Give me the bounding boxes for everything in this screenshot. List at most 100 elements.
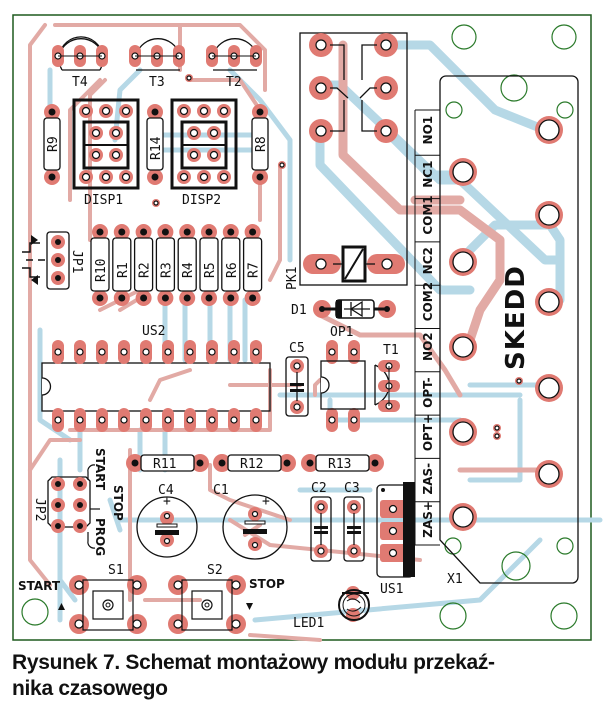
svg-text:R13: R13	[328, 457, 351, 472]
label-r7: R7	[247, 262, 262, 278]
board-outline	[12, 14, 592, 641]
ic-pin	[250, 408, 262, 432]
optocoupler-op1: OP1	[320, 325, 366, 432]
svg-text:R9: R9	[46, 136, 61, 152]
svg-text:US1: US1	[380, 582, 403, 597]
svg-text:R8: R8	[254, 136, 269, 152]
pin-label-optplus: OPT+	[421, 414, 435, 451]
ic-us2	[41, 340, 271, 432]
label-disp1: DISP1	[84, 193, 123, 208]
ic-pin	[140, 340, 152, 364]
resistor-r10: R10	[90, 224, 110, 306]
ic-pin	[96, 408, 108, 432]
resistor-r12: R12	[213, 454, 296, 472]
svg-text:R12: R12	[240, 457, 263, 472]
capacitor-c4: + C4	[136, 483, 198, 558]
figure-caption: Rysunek 7. Schemat montażowy modułu prze…	[12, 650, 602, 702]
connector-pad	[449, 333, 477, 361]
ic-pin	[162, 340, 174, 364]
resistor-r11: R11	[126, 454, 209, 472]
connector-pad	[535, 116, 563, 144]
connector-pad	[449, 503, 477, 531]
label-t4: T4	[72, 75, 88, 90]
resistor-r7: R7	[242, 224, 263, 306]
ic-pin	[140, 408, 152, 432]
svg-text:+: +	[163, 494, 171, 509]
svg-text:S2: S2	[207, 563, 223, 578]
caption-line-2: nika czasowego	[12, 677, 168, 700]
ic-pin	[74, 340, 86, 364]
pin-label-com1: COM1	[421, 195, 435, 234]
jp2-stop-label: STOP	[111, 485, 125, 521]
connector-pad	[449, 248, 477, 276]
caption-line-1: Rysunek 7. Schemat montażowy modułu prze…	[12, 651, 495, 674]
jp2-start-label: START	[93, 448, 107, 491]
transistor-t1: T1	[374, 343, 400, 412]
transistor-t2	[206, 38, 262, 71]
ic-pin	[184, 340, 196, 364]
resistor-r9: R9	[43, 104, 61, 185]
ic-pin	[228, 340, 240, 364]
label-r10: R10	[94, 259, 109, 282]
svg-text:JP1: JP1	[69, 250, 84, 273]
ic-pin	[250, 340, 262, 364]
ic-pin	[206, 408, 218, 432]
resistor-r13: R13	[301, 454, 384, 472]
led-led1: LED1	[293, 586, 370, 631]
label-r2: R2	[138, 262, 153, 278]
label-r6: R6	[225, 262, 240, 278]
ic-pin	[162, 408, 174, 432]
ic-pin	[118, 340, 130, 364]
svg-text:+: +	[262, 494, 270, 509]
label-us2: US2	[142, 324, 165, 339]
resistor-r6: R6	[221, 224, 241, 306]
pin-label-nc1: NC1	[421, 161, 435, 188]
ic-pin	[206, 340, 218, 364]
svg-text:PK1: PK1	[285, 267, 300, 290]
connector-pad	[535, 201, 563, 229]
svg-text:C3: C3	[344, 481, 360, 496]
pin-label-zasminus: ZAS-	[421, 463, 435, 495]
label-r3: R3	[159, 262, 174, 278]
ic-us1: US1	[376, 482, 415, 597]
svg-text:C5: C5	[289, 341, 305, 356]
ic-pin	[184, 408, 196, 432]
up-arrow-icon	[58, 603, 65, 610]
pin-label-nc2: NC2	[421, 247, 435, 274]
jumper-jp1: JP1	[22, 231, 84, 290]
svg-text:C2: C2	[311, 481, 327, 496]
svg-text:OP1: OP1	[330, 325, 353, 340]
jp2-prog-label: PROG	[93, 518, 107, 556]
capacitor-c2: C2	[310, 481, 332, 562]
resistor-r4: R4	[177, 224, 197, 306]
resistor-r5: R5	[199, 224, 219, 306]
resistor-r2: R2	[133, 224, 154, 306]
resistor-r14: R14	[146, 104, 164, 185]
ic-pin	[74, 408, 86, 432]
ic-pin	[52, 408, 64, 432]
capacitor-c5: C5	[285, 341, 309, 417]
svg-text:R14: R14	[149, 136, 164, 160]
display-disp1	[72, 98, 140, 190]
pin-label-com2: COM2	[421, 282, 435, 321]
start-button-label: START	[18, 579, 61, 593]
resistor-r3: R3	[155, 224, 176, 306]
relay-pk1: PK1	[285, 32, 408, 290]
svg-text:LED1: LED1	[293, 616, 324, 631]
transistor-t3	[129, 38, 185, 71]
mounting-holes	[21, 24, 578, 630]
resistor-r1: R1	[112, 224, 132, 306]
transistor-t4	[52, 36, 108, 71]
connector-pad	[535, 460, 563, 488]
ic-pin	[52, 340, 64, 364]
label-r1: R1	[116, 262, 131, 278]
svg-text:C4: C4	[158, 483, 174, 498]
svg-text:X1: X1	[447, 572, 463, 587]
svg-text:S1: S1	[108, 563, 124, 578]
label-t3: T3	[149, 75, 165, 90]
capacitor-c1: + C1	[213, 483, 288, 560]
pin-label-optminus: OPT-	[421, 377, 435, 407]
svg-text:JP2: JP2	[32, 498, 47, 521]
svg-text:R11: R11	[153, 457, 176, 472]
